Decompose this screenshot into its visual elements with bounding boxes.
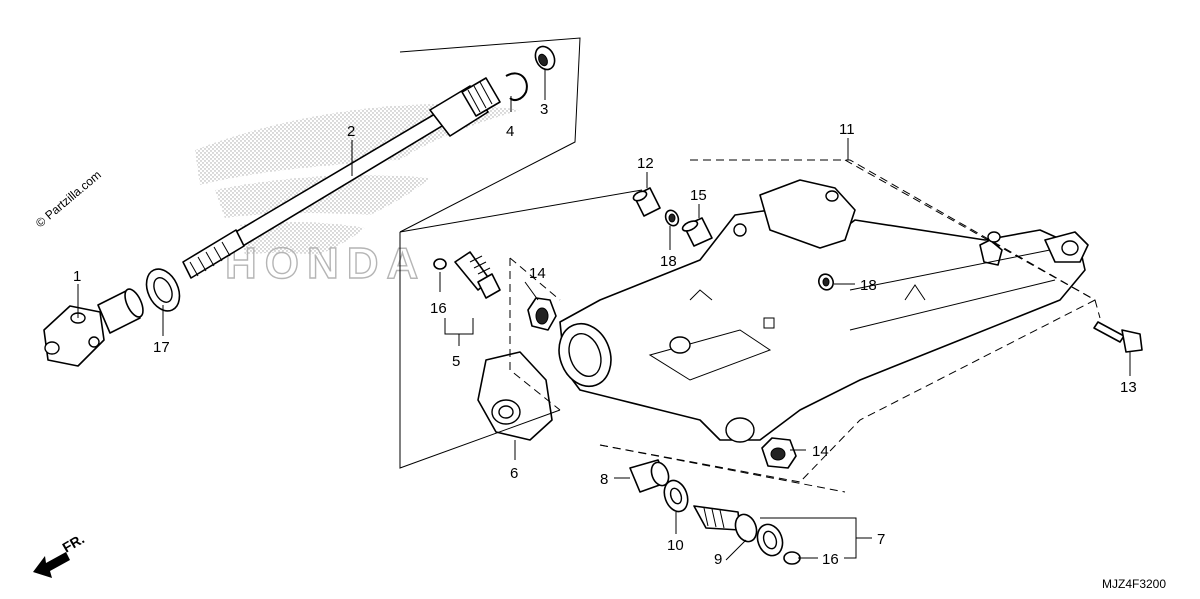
universal-joint-part [43,288,144,367]
callout-9: 9 [714,551,722,568]
swingarm-part [558,179,1089,443]
callout-2: 2 [347,123,355,140]
callout-16-upper: 16 [430,300,447,317]
collar-12-part [632,187,661,217]
cap-16-lower-part [783,551,801,565]
collar-15-part [681,217,713,247]
spring-part [534,45,556,71]
callout-14-lower: 14 [812,443,829,460]
swingarm-cover-part [477,351,553,441]
callout-16-lower: 16 [822,551,839,568]
callout-4: 4 [506,123,514,140]
front-direction-arrow [33,552,70,578]
callout-3: 3 [540,101,548,118]
callout-17: 17 [153,339,170,356]
pivot-bolt-9-part [693,505,784,557]
callout-10: 10 [667,537,684,554]
assembly-outline [399,37,1101,493]
nut-18-upper-part [664,209,680,227]
bolt-13-part [1093,321,1143,353]
nut-18-lower-part [818,273,834,291]
callout-1: 1 [73,268,81,285]
drive-shaft-part [182,77,501,279]
callout-7: 7 [877,531,885,548]
callout-12: 12 [637,155,654,172]
callout-11: 11 [839,121,855,138]
pivot-adjust-bolt-part [433,251,501,299]
callout-18-upper: 18 [660,253,677,270]
brand-watermark-text: HONDA [225,239,426,288]
collar-8-part [629,459,670,493]
callout-14-upper: 14 [529,265,546,282]
watermark-text: © Partzilla.com [33,168,104,231]
callout-5: 5 [452,353,460,370]
front-direction-label: FR. [60,530,88,555]
callout-18-lower: 18 [860,277,877,294]
callout-8: 8 [600,471,608,488]
callout-15: 15 [690,187,707,204]
leader-lines [77,70,1131,561]
diagram-code: MJZ4F3200 [1102,577,1166,591]
dust-seal-10-part [663,479,689,513]
callout-13: 13 [1120,379,1137,396]
lock-nut-lower-part [761,437,797,469]
callout-6: 6 [510,465,518,482]
lock-nut-upper-part [527,297,557,331]
circlip-part [505,72,528,101]
oil-seal-part [145,268,181,312]
